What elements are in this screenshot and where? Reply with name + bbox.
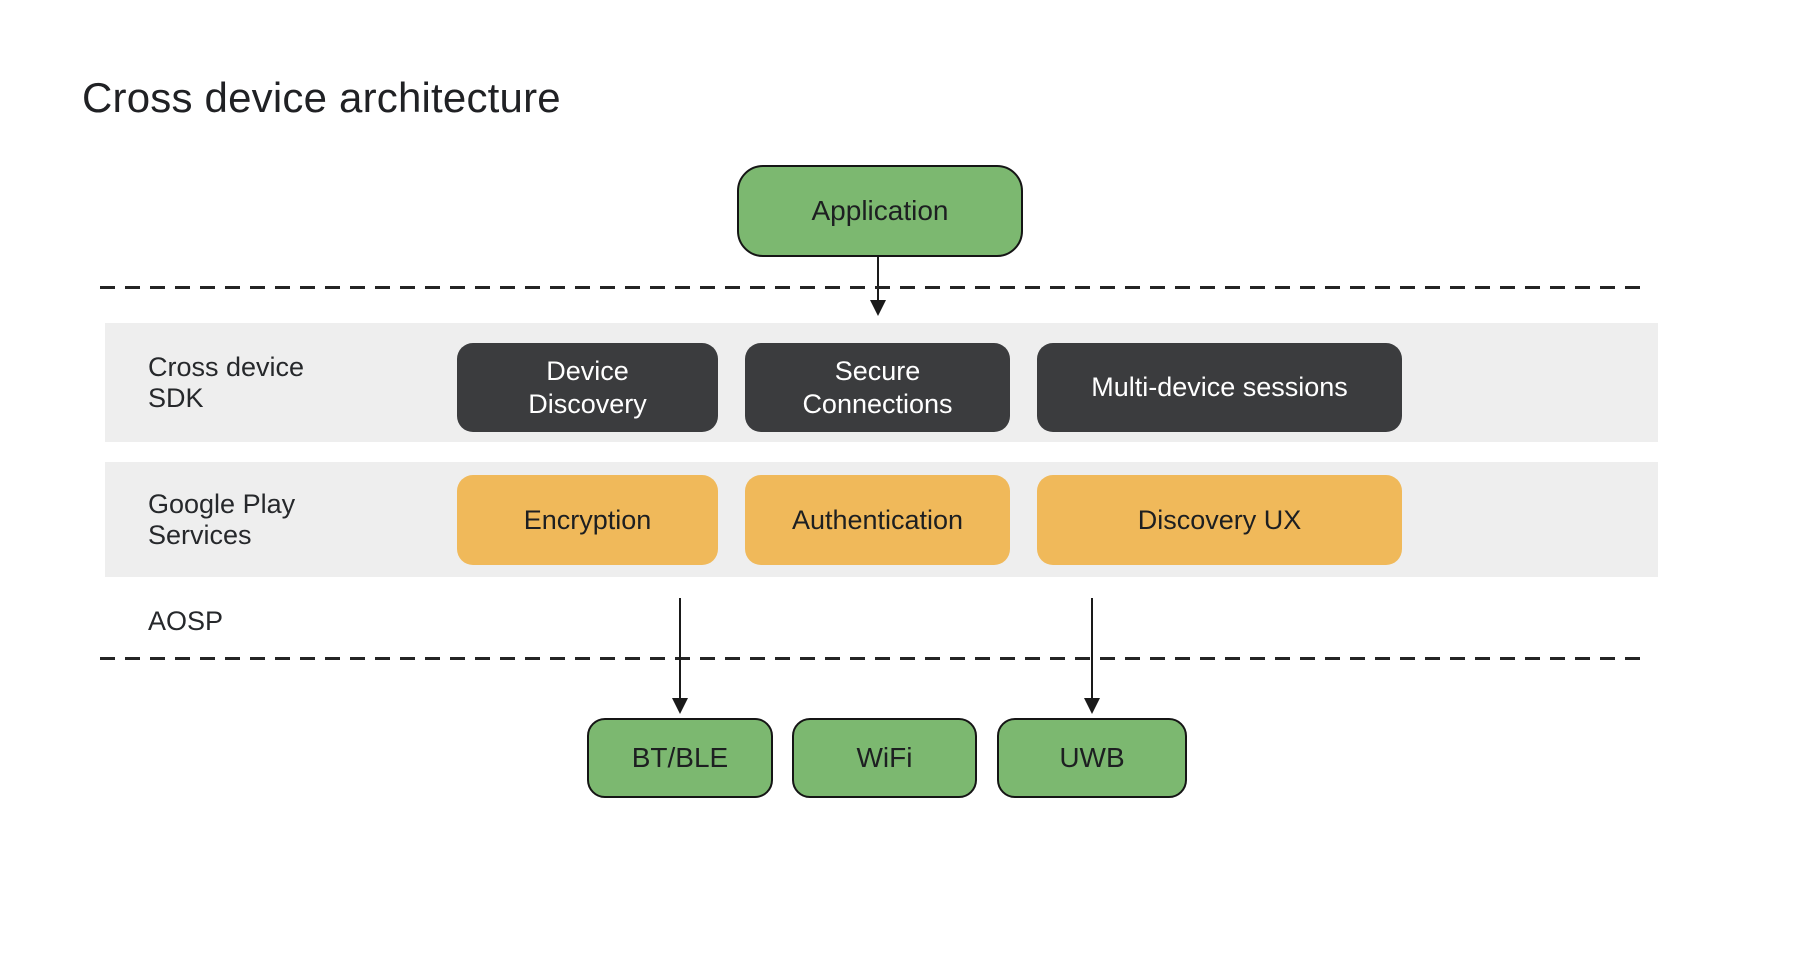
band-label-line: SDK: [148, 382, 204, 413]
discovery-ux-label: Discovery UX: [1137, 504, 1302, 535]
gms-to-btble-arrow: [671, 598, 689, 714]
wifi-node: WiFi: [792, 718, 977, 798]
device-discovery-node: Device Discovery: [457, 343, 718, 432]
lower-dashed-boundary: [100, 657, 1650, 660]
google-play-services-band-label: Google Play Services: [148, 462, 295, 577]
page-title: Cross device architecture: [82, 74, 561, 121]
secure-connections-node: Secure Connections: [745, 343, 1010, 432]
gms-to-uwb-arrow: [1083, 598, 1101, 714]
cross-device-sdk-band-label: Cross device SDK: [148, 323, 304, 442]
google-play-services-band: Google Play Services Encryption Authenti…: [105, 462, 1658, 577]
arrow-head-icon: [672, 698, 688, 714]
arrow-shaft: [678, 598, 682, 698]
authentication-node: Authentication: [745, 475, 1010, 565]
application-node: Application: [737, 165, 1023, 257]
arrow-head-icon: [1084, 698, 1100, 714]
wifi-label: WiFi: [856, 742, 913, 773]
application-node-label: Application: [811, 195, 949, 226]
band-label-line: Cross device: [148, 351, 305, 382]
encryption-node: Encryption: [457, 475, 718, 565]
arrow-head-icon: [870, 300, 886, 316]
cross-device-sdk-band: Cross device SDK Device Discovery Secure…: [105, 323, 1658, 442]
btble-node: BT/BLE: [587, 718, 773, 798]
multi-device-sessions-label: Multi-device sessions: [1091, 372, 1348, 402]
authentication-label: Authentication: [791, 504, 964, 535]
encryption-label: Encryption: [523, 504, 652, 535]
discovery-ux-node: Discovery UX: [1037, 475, 1402, 565]
secure-connections-label: Secure Connections: [802, 355, 953, 419]
aosp-layer-label: AOSP: [148, 606, 224, 636]
uwb-node: UWB: [997, 718, 1187, 798]
upper-dashed-boundary: [100, 286, 1650, 289]
arrow-shaft: [876, 257, 880, 300]
application-to-sdk-arrow: [869, 257, 887, 316]
band-label-line: Services: [148, 519, 252, 550]
arrow-shaft: [1090, 598, 1094, 698]
btble-label: BT/BLE: [631, 742, 729, 773]
band-label-line: Google Play: [148, 488, 296, 519]
uwb-label: UWB: [1059, 742, 1125, 773]
device-discovery-label: Device Discovery: [528, 355, 647, 419]
multi-device-sessions-node: Multi-device sessions: [1037, 343, 1402, 432]
